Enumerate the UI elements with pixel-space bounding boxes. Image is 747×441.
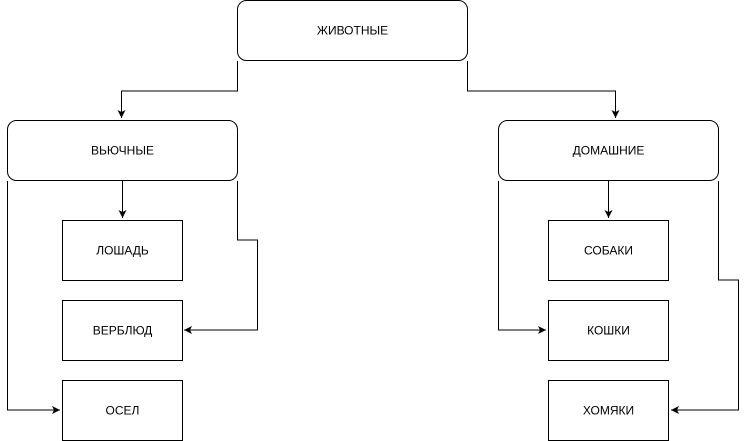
edge-root-to-domestic (467, 61, 620, 118)
node-cats[interactable]: КОШКИ (548, 300, 669, 361)
node-dogs-label: СОБАКИ (584, 244, 633, 258)
edge-pack-to-donkey (7, 181, 60, 414)
node-animals[interactable]: ЖИВОТНЫЕ (237, 0, 468, 61)
edges (7, 61, 739, 414)
node-horse[interactable]: ЛОШАДЬ (62, 220, 183, 281)
node-hamsters[interactable]: ХОМЯКИ (548, 380, 669, 441)
node-donkey-label: ОСЕЛ (106, 404, 140, 418)
node-animals-label: ЖИВОТНЫЕ (317, 24, 388, 38)
edge-domestic-to-cats (498, 181, 546, 334)
node-cats-label: КОШКИ (587, 324, 630, 338)
node-domestic-animals[interactable]: ДОМАШНИЕ (498, 120, 719, 181)
node-horse-label: ЛОШАДЬ (96, 244, 149, 258)
node-hamsters-label: ХОМЯКИ (583, 404, 634, 418)
edge-domestic-to-hamsters (671, 181, 739, 414)
node-pack-animals[interactable]: ВЬЮЧНЫЕ (7, 120, 238, 181)
node-pack-animals-label: ВЬЮЧНЫЕ (91, 144, 154, 158)
node-camel[interactable]: ВЕРБЛЮД (62, 300, 183, 361)
edge-root-to-pack (117, 61, 238, 118)
edge-pack-to-camel (184, 181, 258, 334)
node-dogs[interactable]: СОБАКИ (548, 220, 669, 281)
node-domestic-animals-label: ДОМАШНИЕ (573, 144, 645, 158)
node-donkey[interactable]: ОСЕЛ (62, 380, 183, 441)
node-camel-label: ВЕРБЛЮД (93, 324, 152, 338)
